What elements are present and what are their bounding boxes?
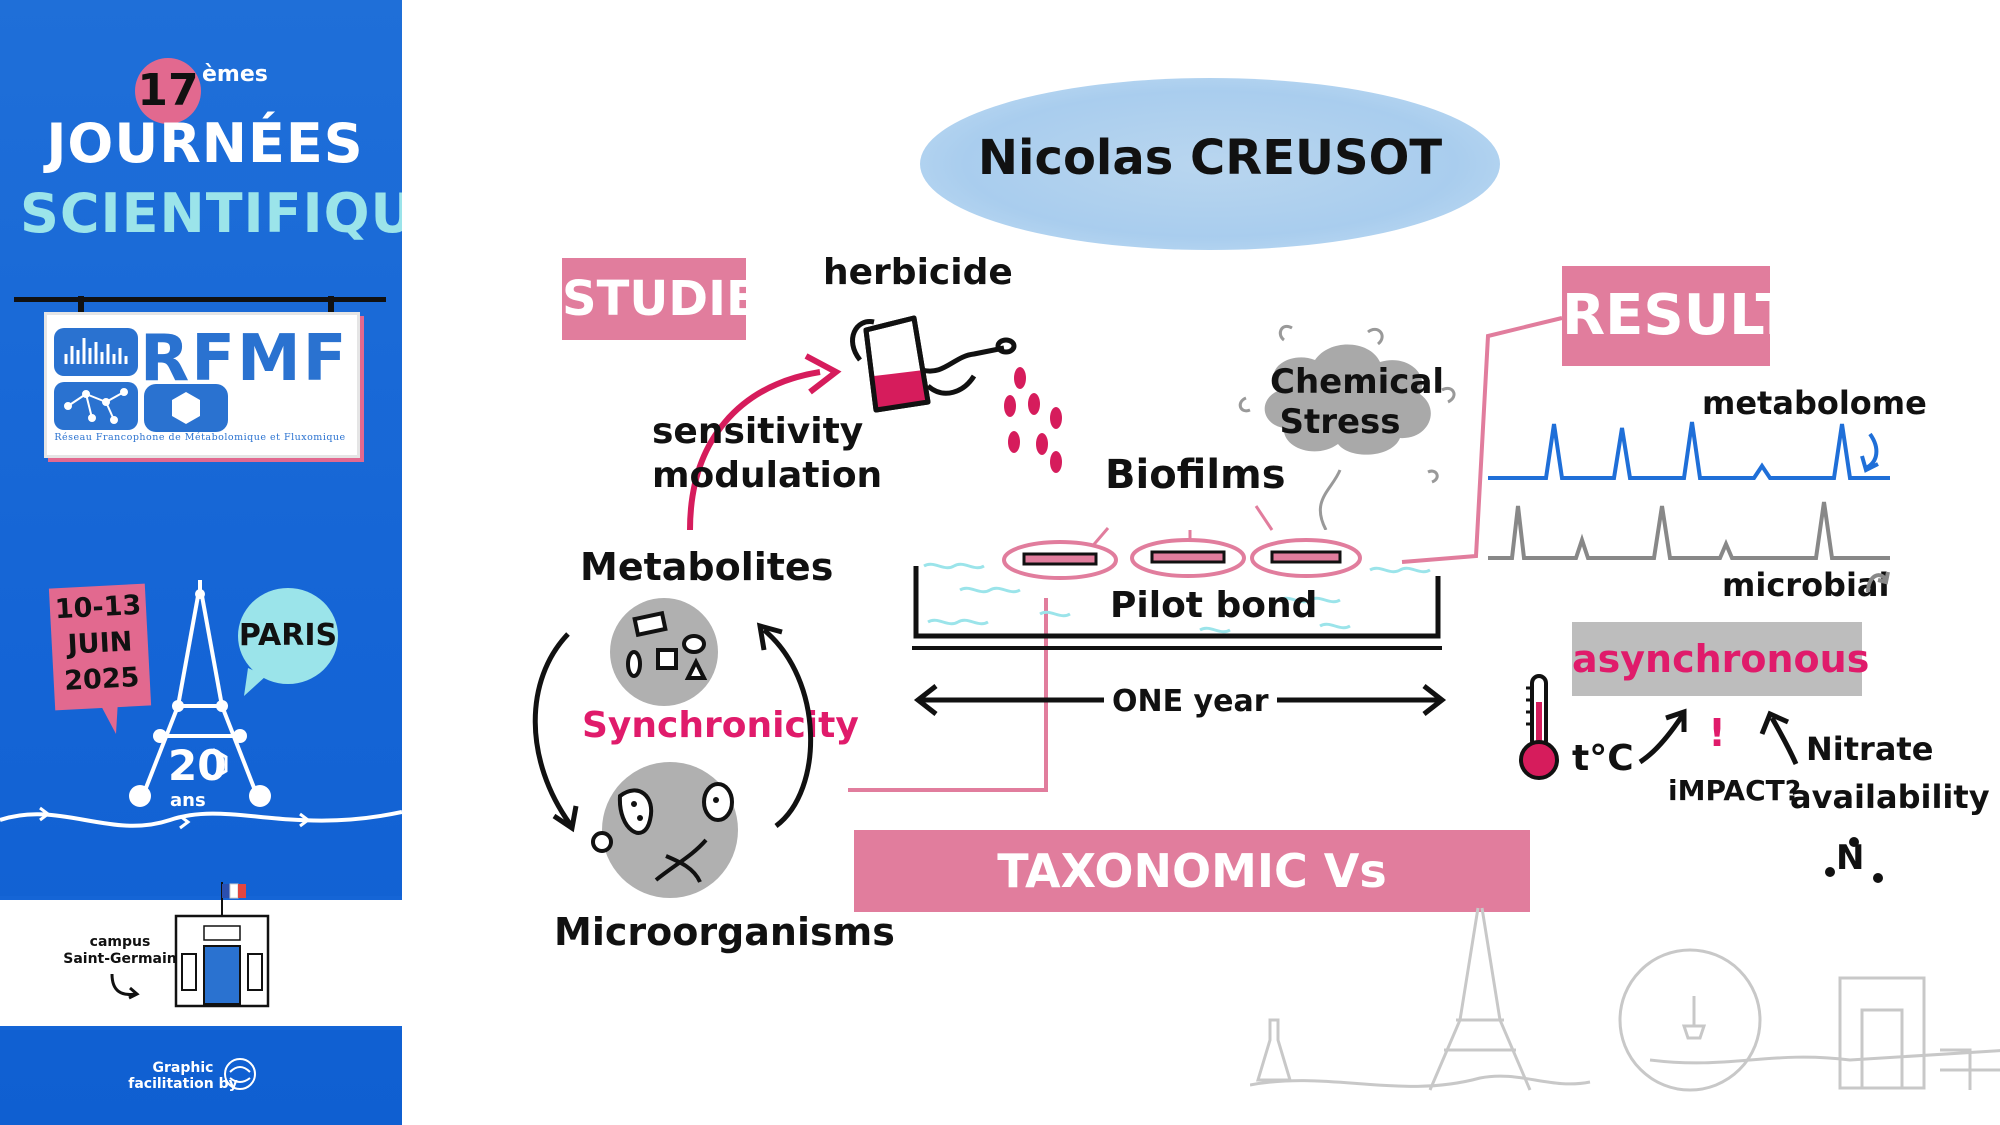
speaker-cloud [920,78,1500,250]
edition-badge [135,58,201,124]
graphic-facilitation-credit: Graphic facilitation by [128,1060,238,1092]
eiffel-tower-icon: 20 [129,580,271,807]
university-building-icon [174,882,270,1008]
facilitator-logo-icon [224,1058,256,1090]
temperature-note: t°C [1572,738,1634,779]
anniversary-suffix: ans [170,790,206,811]
nitrogen-molecule-icon [1825,837,1883,883]
anniversary-number: 20 [168,741,226,790]
campus-divider-top [0,896,402,900]
wave-divider [0,806,402,830]
campus-line2: Saint-Germain [63,951,177,967]
sign-rail [14,297,386,302]
campus-divider-bottom [0,1026,402,1030]
sensitivity-modulation-note: sensitivity modulation [652,410,882,498]
event-title-line2: SCIENTIFIQUES [20,182,402,245]
thermometer-icon [1519,674,1559,780]
city-bubble [238,588,338,684]
sensitivity-line1: sensitivity [652,411,864,452]
speaker-name: Nicolas CREUSOT [977,130,1443,186]
result-signal-traces [1488,421,1890,560]
temperature-impact-arrow [1638,708,1687,765]
metabolites-icon [610,598,718,706]
rfmf-logo-icon [54,328,138,430]
facilitation-line1: Graphic [152,1060,214,1076]
sign-hook-right [328,296,334,318]
pilot-pond-note: Pilot bond [1110,585,1318,626]
microbial-curved-arrow-icon [1866,571,1890,593]
microorganisms-icon [591,762,738,898]
rfmf-hex-icon [144,384,228,432]
facilitation-line2: facilitation by [128,1076,238,1092]
metabolome-note: metabolome [1702,384,1927,422]
event-city: PARIS [238,618,338,653]
city-bubble-tail [244,668,266,696]
chemical-stress-note: Chemical Stress [1270,362,1445,442]
metabolites-note: Metabolites [580,545,834,589]
chemical-line2: Stress [1279,402,1401,442]
curved-arrow-icon [110,973,140,1000]
sensitivity-line2: modulation [652,455,883,496]
edition-suffix: èmes [202,62,268,87]
campus-name: campus Saint-Germain [60,934,180,968]
impact-note: iMPACT? [1668,774,1801,807]
nitrate-impact-arrow [1759,710,1799,766]
herbicide-drops-icon [1004,367,1062,473]
background-paris-sketch [1250,907,2000,1092]
nitrogen-symbol: N [1836,838,1865,878]
rfmf-logo-subtitle: Réseau Francophone de Métabolomique et F… [54,432,346,443]
asynchronous-banner: asynchronous ! [1572,622,1869,755]
one-year-note: ONE year [1104,684,1277,719]
chemical-stress-cloud-icon [1238,325,1456,530]
nitrate-note: Nitrate [1806,730,1934,768]
herbicide-watering-can-icon [850,315,1017,413]
edition-number: 17 [137,65,199,116]
biofilms-note: Biofilms [1105,452,1286,498]
pilot-pond-icon [912,538,1442,650]
event-sidebar: 17 èmes JOURNÉES SCIENTIFIQUES RFMF Rése… [0,0,402,1125]
event-title-line1: JOURNÉES [46,112,364,175]
taxonomic-vs-activity-banner: TAXONOMIC Vs MICROBIAL ACTIVITY [854,830,1530,980]
microbial-note: microbial [1722,566,1890,604]
availability-note: availability [1790,778,1990,816]
synchronicity-cycle-arrows [532,622,813,833]
results-label: RESULTS [1562,266,1834,366]
date-badge-tail [98,700,118,734]
rfmf-logo-title: RFMF [140,322,349,396]
microorganisms-note: Microorganisms [554,910,895,954]
sign-hook-left [78,296,84,318]
herbicide-note: herbicide [823,252,1013,293]
chemical-line1: Chemical [1270,362,1445,402]
campus-line1: campus [89,934,151,950]
